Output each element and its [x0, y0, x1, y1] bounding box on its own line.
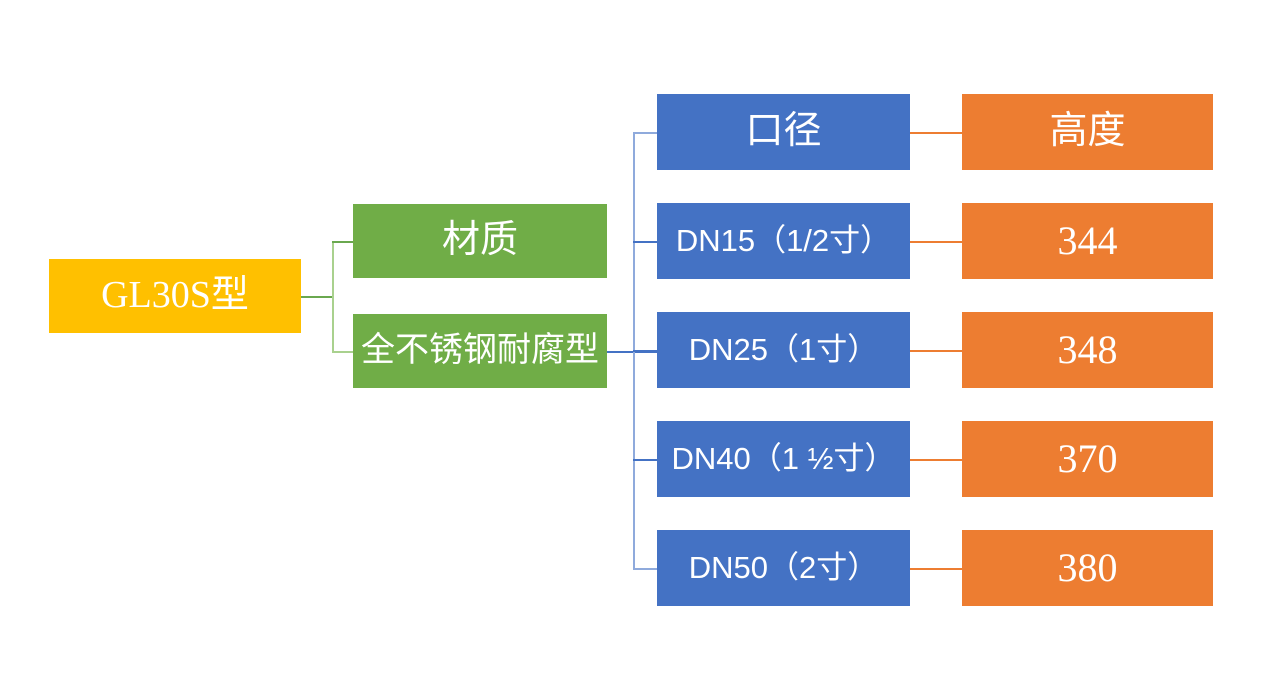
- connector-blue-branch-row-2: [633, 459, 658, 461]
- node-root-model[interactable]: GL30S型: [49, 259, 301, 333]
- node-caliber-row-2[interactable]: DN40（1 ½寸）: [657, 421, 910, 497]
- node-caliber-header[interactable]: 口径: [657, 94, 910, 170]
- node-height-row-3[interactable]: 380: [962, 530, 1213, 606]
- node-height-header[interactable]: 高度: [962, 94, 1213, 170]
- node-height-row-2[interactable]: 370: [962, 421, 1213, 497]
- node-height-row-0[interactable]: 344: [962, 203, 1213, 279]
- connector-blue-branch-row-3: [633, 568, 658, 570]
- node-caliber-row-0[interactable]: DN15（1/2寸）: [657, 203, 910, 279]
- connector-row-1-to-height: [910, 350, 962, 352]
- node-caliber-row-3[interactable]: DN50（2寸）: [657, 530, 910, 606]
- connector-material-to-blue-stub: [607, 351, 657, 353]
- node-caliber-row-1[interactable]: DN25（1寸）: [657, 312, 910, 388]
- connector-row-3-to-height: [910, 568, 962, 570]
- connector-blue-branch-row-0: [633, 241, 658, 243]
- connector-row-0-to-height: [910, 241, 962, 243]
- connector-green-trunk: [332, 241, 334, 351]
- node-material-header[interactable]: 材质: [353, 204, 607, 278]
- connector-row-2-to-height: [910, 459, 962, 461]
- connector-blue-branch-caliber-header: [633, 132, 658, 134]
- node-height-row-1[interactable]: 348: [962, 312, 1213, 388]
- connector-caliber-header-to-height-header: [910, 132, 962, 134]
- node-material-value[interactable]: 全不锈钢耐腐型: [353, 314, 607, 388]
- connector-blue-branch-row-1: [633, 350, 658, 352]
- connector-root-stub: [301, 296, 333, 298]
